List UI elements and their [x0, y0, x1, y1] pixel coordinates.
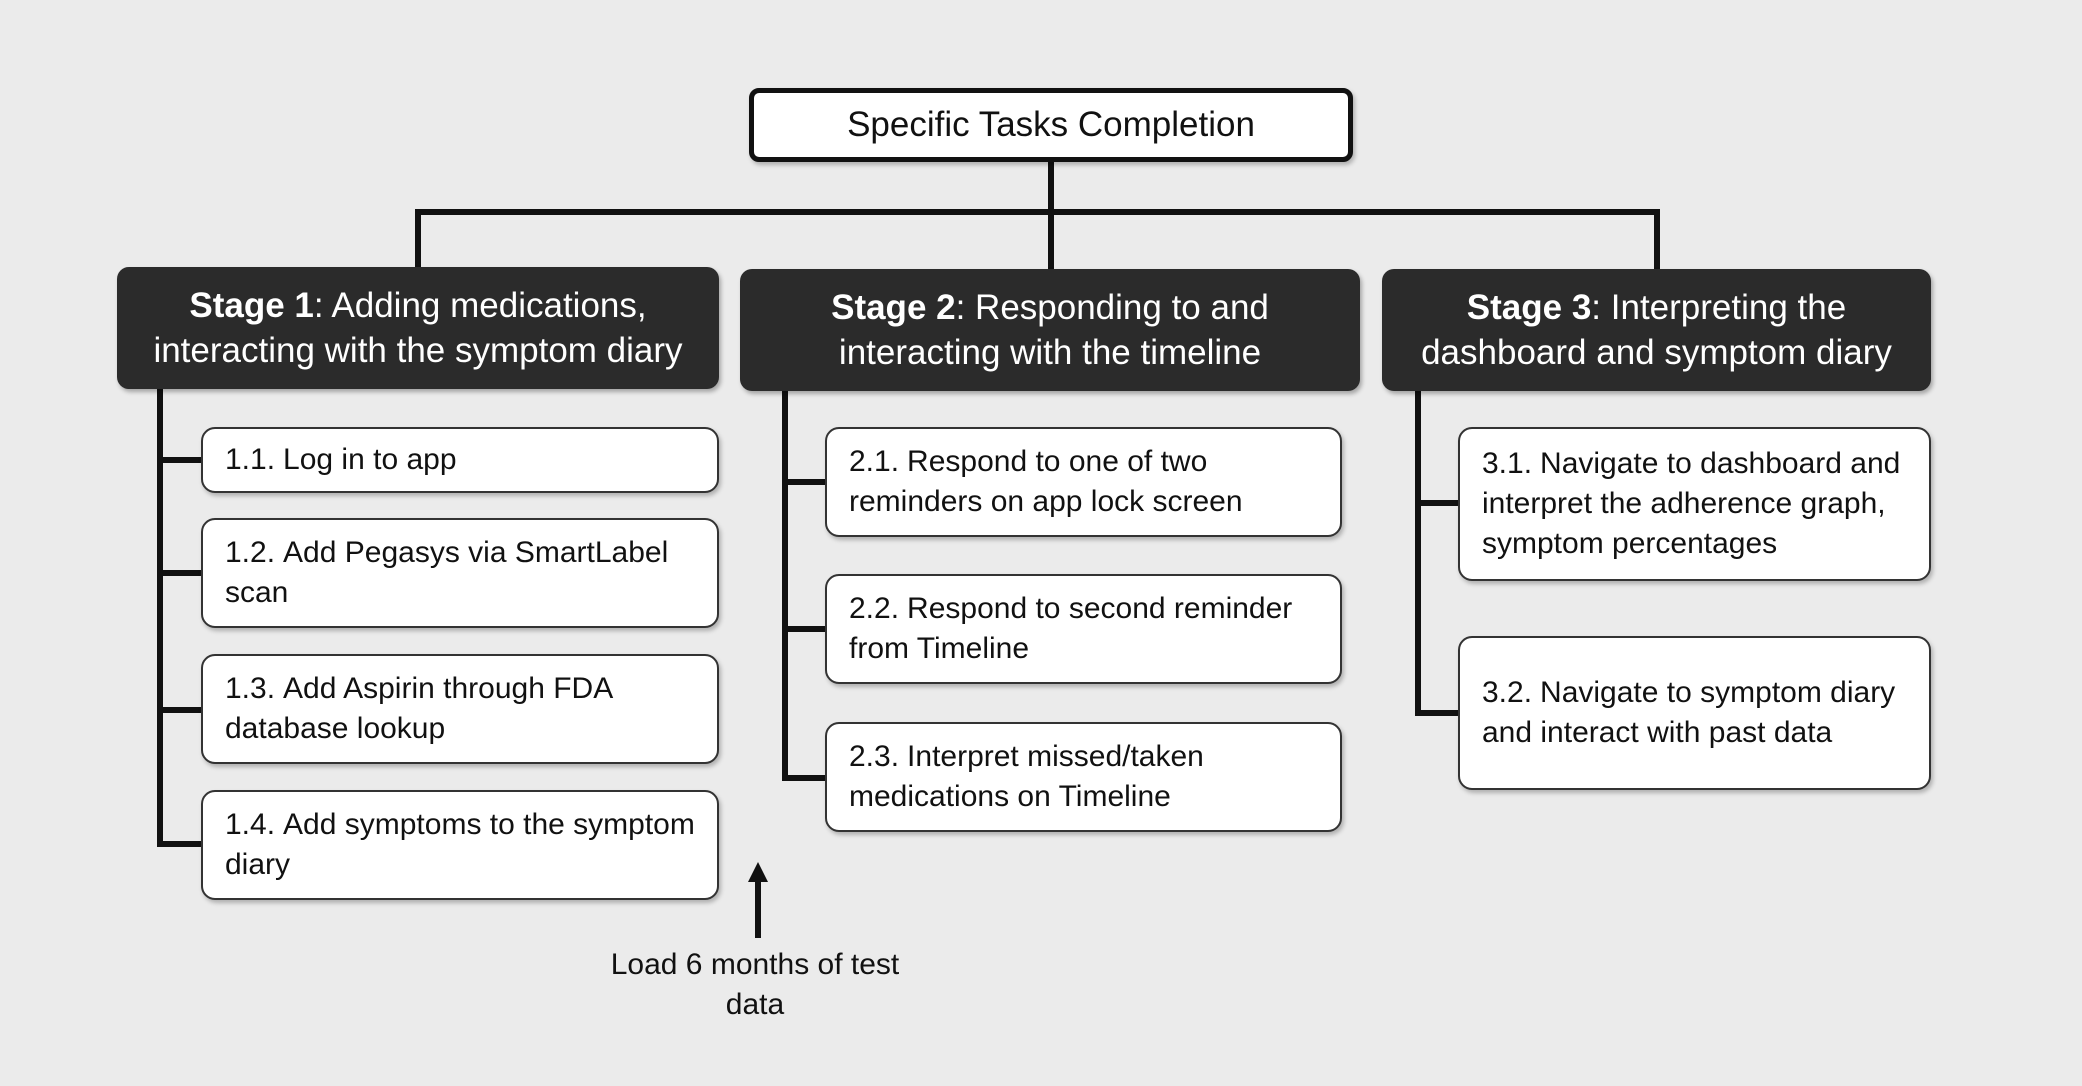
task-1-1: 1.1.Log in to app [201, 427, 719, 493]
task-number: 2.3. [849, 740, 900, 773]
task-number: 3.1. [1482, 447, 1533, 480]
task-1-2: 1.2.Add Pegasys via SmartLabel scan [201, 518, 719, 628]
stage-2-title-line2: interacting with the timeline [838, 333, 1262, 372]
task-3-1: 3.1.Navigate to dashboard and interpret … [1458, 427, 1931, 581]
task-number: 1.1. [225, 443, 276, 476]
stage-3-title: Interpreting the [1610, 288, 1847, 327]
task-number: 2.1. [849, 445, 900, 478]
task-number: 3.2. [1482, 676, 1533, 709]
task-number: 1.3. [225, 672, 276, 705]
stage2-spine [782, 385, 830, 781]
task-1-3: 1.3.Add Aspirin through FDA database loo… [201, 654, 719, 764]
task-text: Add Aspirin through FDA database lookup [225, 672, 612, 745]
root-connector [415, 159, 1660, 271]
stage-2-header: Stage 2: Responding to and interacting w… [740, 269, 1360, 391]
task-number: 1.2. [225, 536, 276, 569]
stage1-spine [157, 385, 206, 847]
task-3-2: 3.2.Navigate to symptom diary and intera… [1458, 636, 1931, 790]
task-number: 2.2. [849, 592, 900, 625]
test-data-annotation: Load 6 months of test data [610, 948, 900, 1021]
stage3-spine [1415, 385, 1463, 716]
stage-1-title: Adding medications, [331, 286, 647, 325]
stage-3-title-line2: dashboard and symptom diary [1421, 333, 1892, 372]
stage-2-title: Responding to and [975, 288, 1269, 327]
task-2-2: 2.2.Respond to second reminder from Time… [825, 574, 1342, 684]
task-text: Respond to second reminder from Timeline [849, 592, 1293, 665]
task-text: Navigate to dashboard and interpret the … [1482, 447, 1901, 560]
stage-1-label: Stage 1 [189, 286, 314, 325]
annotation-arrow-head [748, 862, 768, 882]
task-text: Log in to app [283, 443, 457, 476]
root-node: Specific Tasks Completion [749, 88, 1353, 162]
task-text: Respond to one of two reminders on app l… [849, 445, 1243, 518]
stage-2-label: Stage 2 [831, 288, 956, 327]
stage-3-label: Stage 3 [1466, 288, 1592, 327]
task-text: Interpret missed/taken medications on Ti… [849, 740, 1204, 813]
task-2-3: 2.3.Interpret missed/taken medications o… [825, 722, 1342, 832]
stage-3-header: Stage 3: Interpreting the dashboard and … [1382, 269, 1931, 391]
stage-1-title-line2: interacting with the symptom diary [153, 331, 683, 370]
stage-1-header: Stage 1: Adding medications, interacting… [117, 267, 719, 389]
task-2-1: 2.1.Respond to one of two reminders on a… [825, 427, 1342, 537]
task-1-4: 1.4.Add symptoms to the symptom diary [201, 790, 719, 900]
task-text: Add Pegasys via SmartLabel scan [225, 536, 669, 609]
task-text: Add symptoms to the symptom diary [225, 808, 695, 881]
root-title: Specific Tasks Completion [847, 105, 1255, 144]
task-number: 1.4. [225, 808, 276, 841]
task-text: Navigate to symptom diary and interact w… [1482, 676, 1896, 749]
